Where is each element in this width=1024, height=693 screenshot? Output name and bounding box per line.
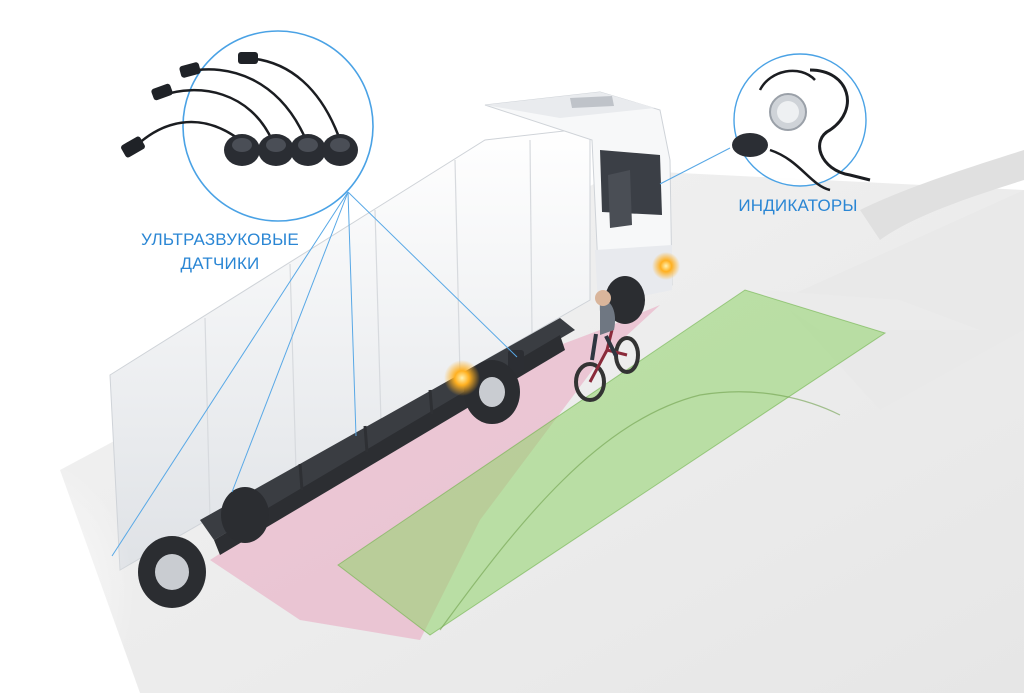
ultrasonic-sensors-icon: [129, 56, 342, 153]
tractor-cab: [444, 91, 680, 424]
green-detection-zone: [337, 289, 887, 636]
ultrasonic-sensors-label-line1: УЛЬТРАЗВУКОВЫЕ: [141, 230, 299, 249]
ultrasonic-sensors-label-line2: ДАТЧИКИ: [180, 254, 260, 273]
sensor-detail-circle: [121, 30, 374, 222]
indicators-label: ИНДИКАТОРЫ: [738, 196, 858, 215]
ultrasonic-sensors-label: УЛЬТРАЗВУКОВЫЕ ДАТЧИКИ: [130, 228, 310, 276]
cyclist: [574, 290, 640, 402]
indicator-detail-circle: [732, 53, 871, 192]
led-indicator-icon: [732, 68, 871, 192]
pink-blind-spot-zone: [210, 305, 660, 640]
sensor-leader-lines: [111, 147, 731, 557]
